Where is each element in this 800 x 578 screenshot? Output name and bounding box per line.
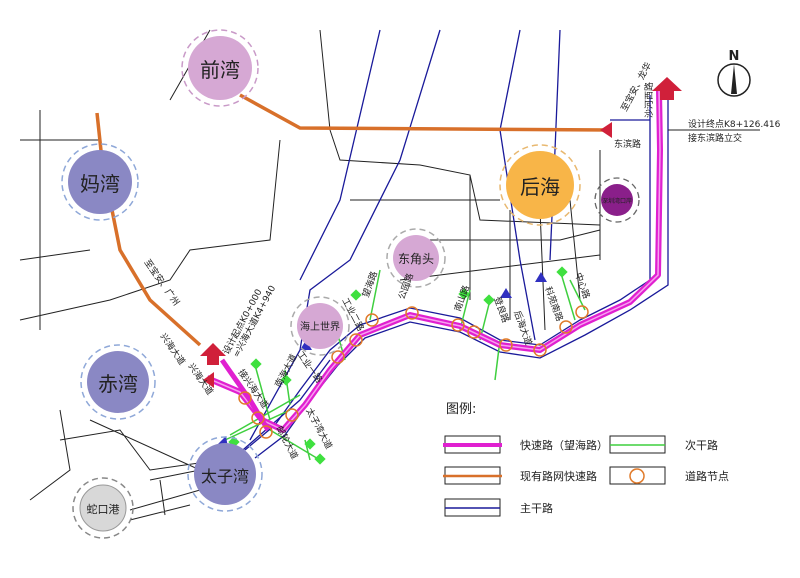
svg-text:蛇口港: 蛇口港	[87, 502, 120, 516]
svg-text:快速路（望海路）: 快速路（望海路）	[520, 438, 608, 452]
legend-item-secondary-road: 次干路	[609, 435, 718, 454]
svg-text:道路节点: 道路节点	[685, 469, 729, 483]
to-baoan-guangzhou-label: 至宝安、广州	[142, 257, 183, 308]
svg-text:现有路网快速路: 现有路网快速路	[520, 469, 597, 483]
svg-text:南山路: 南山路	[452, 284, 473, 313]
district-haishangshijie: 海上世界	[290, 296, 350, 356]
dongbin-road-label: 东滨路	[614, 138, 641, 150]
district-chiwan: 赤湾	[80, 344, 156, 420]
direction-arrows	[200, 77, 682, 476]
legend-item-existing-expressway: 现有路网快速路	[443, 466, 597, 485]
district-shenzhenwan-port: 深圳湾口岸	[594, 177, 640, 223]
svg-text:后海大道: 后海大道	[511, 309, 535, 347]
secondary-roads	[224, 269, 586, 461]
svg-text:次干路: 次干路	[685, 438, 718, 452]
svg-text:后海: 后海	[520, 175, 560, 199]
svg-text:科苑南路: 科苑南路	[542, 285, 566, 323]
legend-item-expressway: 快速路（望海路）	[443, 435, 608, 454]
end-point-connection-label: 接东滨路立交	[688, 132, 742, 144]
legend-title: 图例:	[446, 402, 476, 417]
district-mawan: 妈湾	[61, 143, 139, 221]
district-taiziwan: 太子湾	[187, 436, 263, 512]
svg-text:海上世界: 海上世界	[300, 320, 340, 333]
base-road-grid	[19, 29, 601, 521]
svg-text:东角头: 东角头	[398, 252, 434, 266]
existing-expressway	[95, 90, 661, 347]
district-shekougang: 蛇口港	[72, 477, 134, 539]
district-houhai: 后海	[499, 144, 581, 226]
start-arrow-icon	[200, 343, 226, 365]
legend-item-road-node: 道路节点	[609, 466, 729, 485]
svg-text:登良路: 登良路	[491, 295, 512, 324]
svg-text:太子湾: 太子湾	[201, 467, 249, 486]
svg-text:赤湾: 赤湾	[98, 372, 138, 396]
svg-text:工业二路: 工业二路	[339, 296, 367, 333]
svg-text:公园路: 公园路	[396, 272, 417, 301]
legend: 图例: 快速路（望海路） 现有路网快速路 主干路 次干路 道路节点	[443, 402, 729, 517]
north-arrow-icon	[652, 77, 682, 100]
svg-text:兴海大道: 兴海大道	[158, 331, 188, 367]
svg-text:主干路: 主干路	[520, 502, 553, 515]
west-arrow-icon	[600, 122, 612, 138]
district-qianwan: 前湾	[181, 29, 259, 107]
end-point-label: 设计终点K8+126.416	[688, 118, 781, 130]
legend-item-main-road: 主干路	[444, 498, 553, 517]
north-compass-icon: N	[717, 49, 751, 97]
shahe-west-road-label: 沙河西路	[643, 82, 655, 118]
svg-text:前湾: 前湾	[200, 58, 240, 82]
road-nodes	[238, 305, 589, 439]
svg-text:妈湾: 妈湾	[80, 172, 120, 196]
svg-text:深圳湾口岸: 深圳湾口岸	[602, 197, 632, 205]
district-dongjiaotou: 东角头	[386, 228, 446, 288]
svg-text:N: N	[729, 49, 740, 64]
svg-text:中心路: 中心路	[572, 271, 593, 300]
